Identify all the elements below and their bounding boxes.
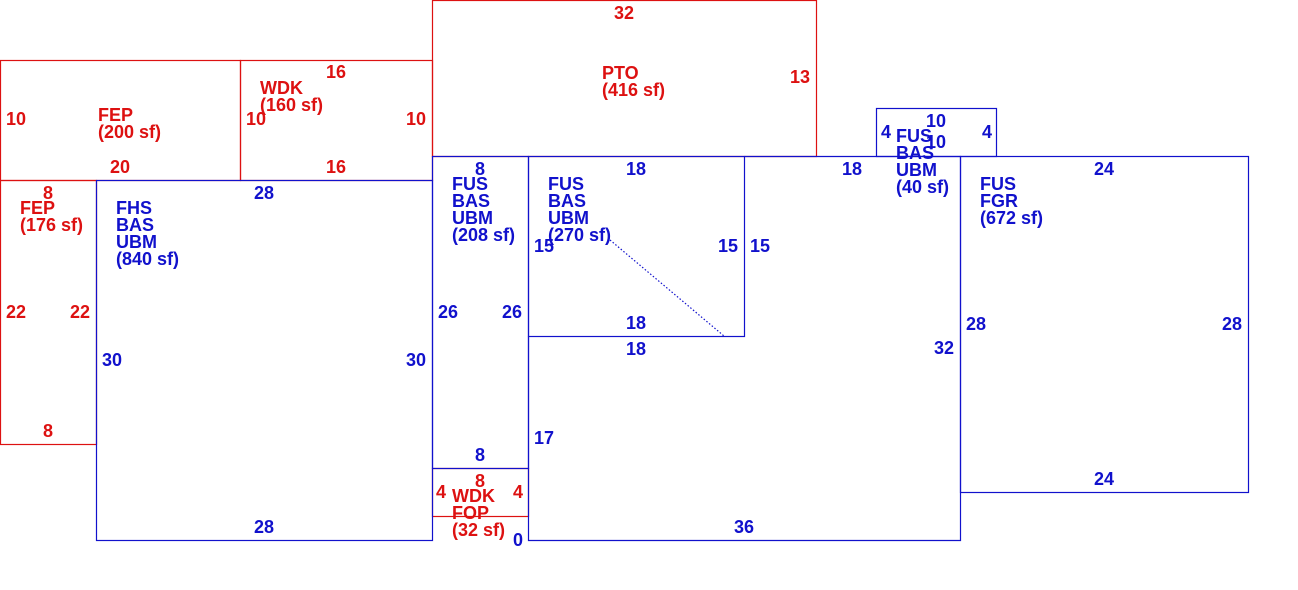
dim-fus270-bottom: 18	[626, 313, 646, 333]
area-label-line: FEP	[20, 198, 55, 218]
dim-fus208-right: 26	[502, 302, 522, 322]
area-label-line: FUS	[896, 126, 932, 146]
dim-fus672-right: 28	[1222, 314, 1242, 334]
area-label-line: (200 sf)	[98, 122, 161, 142]
area-label-line: BAS	[116, 215, 154, 235]
dim-fus270-left: 15	[534, 236, 554, 256]
area-label-line: (160 sf)	[260, 95, 323, 115]
area-label-line: (208 sf)	[452, 225, 515, 245]
fus-672-outline	[959, 155, 1250, 494]
area-label-line: FHS	[116, 198, 152, 218]
dim-fus208-top: 8	[475, 159, 485, 179]
area-label-line: BAS	[896, 143, 934, 163]
dim-fep176-left: 22	[6, 302, 26, 322]
area-label-line: FUS	[980, 174, 1016, 194]
dim-fhs-bottom: 28	[254, 517, 274, 537]
area-label-wdk-160: WDK(160 sf)	[260, 78, 323, 115]
dim-fus208-bottom: 8	[475, 445, 485, 465]
area-label-line: (176 sf)	[20, 215, 83, 235]
area-label-line: WDK	[452, 486, 495, 506]
area-label-line: (40 sf)	[896, 177, 949, 197]
dim-fep200-left: 10	[6, 109, 26, 129]
dim-fep200-bottom: 20	[110, 157, 130, 177]
dim-main-step: 15	[750, 236, 770, 256]
dim-fep176-top: 8	[43, 183, 53, 203]
fus-270-outline	[527, 155, 746, 338]
area-label-line: BAS	[548, 191, 586, 211]
dim-fus270-right: 15	[718, 236, 738, 256]
area-label-line: BAS	[452, 191, 490, 211]
dim-fus40-top: 10	[926, 111, 946, 131]
dim-fus672-bottom: 24	[1094, 469, 1114, 489]
dim-fep200-right: 10	[246, 109, 266, 129]
dim-main-top: 18	[842, 159, 862, 179]
dim-fus40-left: 4	[881, 122, 891, 142]
area-label-line: PTO	[602, 63, 639, 83]
dim-wdk32-right: 4	[513, 482, 523, 502]
area-label-line: (416 sf)	[602, 80, 665, 100]
area-label-line: UBM	[548, 208, 589, 228]
dim-wdk32-zero: 0	[513, 530, 523, 550]
diagonal-dotted-line	[609, 239, 725, 337]
dim-wdk160-top: 16	[326, 62, 346, 82]
dim-fus270-top: 18	[626, 159, 646, 179]
dim-main-right: 32	[934, 338, 954, 358]
dim-fus40-right: 4	[982, 122, 992, 142]
dim-wdk32-top: 8	[475, 471, 485, 491]
dim-main-left: 17	[534, 428, 554, 448]
area-label-line: UBM	[896, 160, 937, 180]
dim-main-inner-top: 18	[626, 339, 646, 359]
dim-wdk32-left: 4	[436, 482, 446, 502]
area-label-line: UBM	[452, 208, 493, 228]
dim-fhs-top: 28	[254, 183, 274, 203]
area-label-line: (840 sf)	[116, 249, 179, 269]
area-label-line: (32 sf)	[452, 520, 505, 540]
area-label-line: FOP	[452, 503, 489, 523]
area-label-line: FGR	[980, 191, 1018, 211]
area-label-pto: PTO(416 sf)	[602, 63, 665, 100]
area-label-line: FUS	[452, 174, 488, 194]
dim-wdk160-bottom: 16	[326, 157, 346, 177]
area-label-fep-200: FEP(200 sf)	[98, 105, 161, 142]
dim-pto-right: 13	[790, 67, 810, 87]
dim-fus40-bottom: 10	[926, 132, 946, 152]
dim-pto-top: 32	[614, 3, 634, 23]
dim-main-bottom: 36	[734, 517, 754, 537]
dim-fep176-right: 22	[70, 302, 90, 322]
area-label-fep-176: FEP(176 sf)	[20, 198, 83, 235]
dim-wdk160-right: 10	[406, 109, 426, 129]
dim-fus672-top: 24	[1094, 159, 1114, 179]
area-label-line: (672 sf)	[980, 208, 1043, 228]
area-label-line: FEP	[98, 105, 133, 125]
dim-fus672-left: 28	[966, 314, 986, 334]
fus-40-outline	[875, 107, 998, 158]
dim-fhs-left: 30	[102, 350, 122, 370]
dim-fep176-bottom: 8	[43, 421, 53, 441]
dim-fus208-left: 26	[438, 302, 458, 322]
area-label-line: UBM	[116, 232, 157, 252]
area-label-line: WDK	[260, 78, 303, 98]
area-label-line: (270 sf)	[548, 225, 611, 245]
dim-fhs-right: 30	[406, 350, 426, 370]
area-label-line: FUS	[548, 174, 584, 194]
